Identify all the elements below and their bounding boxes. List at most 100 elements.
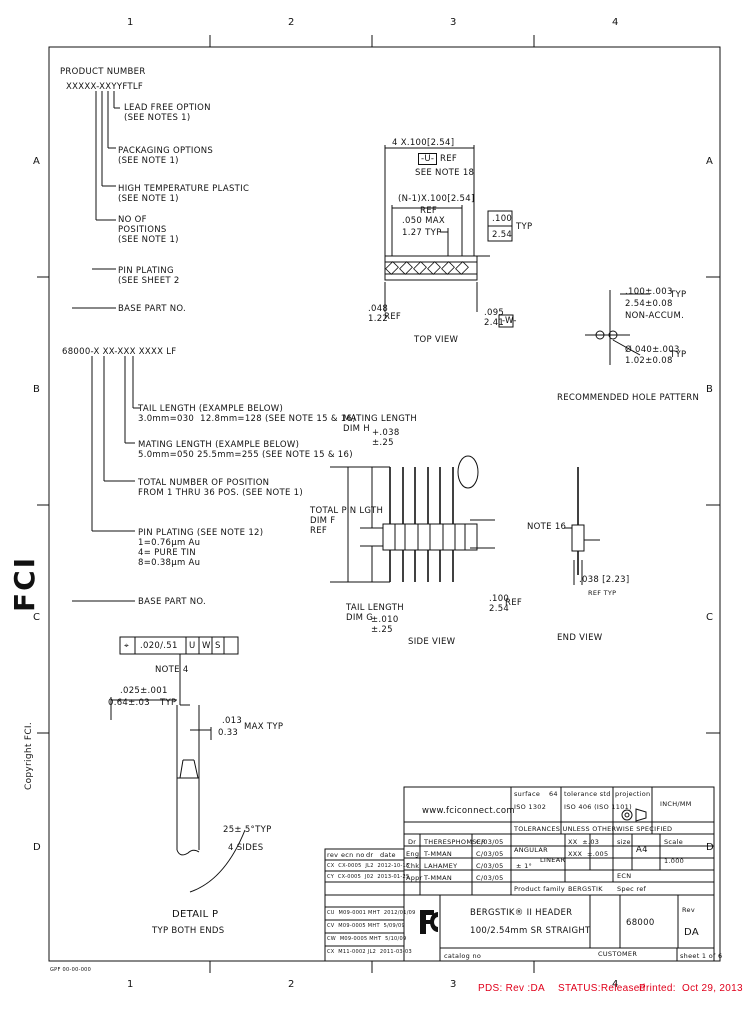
tb-linear: LINEAR [540, 856, 566, 864]
rev-head-rev: rev [327, 851, 339, 859]
hole-dim1-typ: TYP [670, 290, 687, 300]
row-label-b-right: B [706, 384, 714, 395]
tb-row-chk-date: C/03/05 [476, 862, 504, 870]
col-label-3: 3 [450, 17, 457, 28]
tb-surface-val: 64 [549, 790, 558, 798]
top-dim-span: (N-1)X.100[2.54] [398, 194, 475, 204]
product-number-code: XXXXX-XXYYFTLF [66, 82, 144, 92]
row-label-b: B [33, 384, 41, 395]
rev-row-4: CU M09-0001 MHT 2012/01/09 [327, 910, 416, 916]
top-right-dim: .095 2.41 [484, 308, 505, 328]
hole-pattern-label: RECOMMENDED HOLE PATTERN [557, 393, 700, 403]
hole-dim2: Ø.040±.003 [625, 345, 680, 355]
pn2-total-positions: TOTAL NUMBER OF POSITION FROM 1 THRU 36 … [138, 478, 303, 498]
footer-printed: Printed: Oct 29, 2013 [639, 983, 743, 994]
tb-row-appr-name: T-MMAN [424, 874, 453, 882]
hole-dim2-mm: 1.02±0.08 [625, 356, 673, 366]
footer-status: STATUS:Released [558, 983, 646, 994]
tb-row-dr-date: C/03/05 [476, 838, 504, 846]
col-label-4: 4 [612, 17, 619, 28]
tb-part-no: 68000 [626, 918, 655, 928]
tb-row-appr-key: Appr [406, 874, 423, 882]
tol-frame-s: S [215, 641, 221, 651]
detail-note: NOTE 4 [155, 665, 189, 675]
hole-dim1: .100±.003 [625, 287, 673, 297]
tb-website: www.fciconnect.com [422, 806, 515, 816]
side-total-length: TOTAL PIN LGTH DIM F REF [310, 506, 384, 536]
pn1-lead-free: LEAD FREE OPTION (SEE NOTES 1) [124, 103, 211, 123]
rev-row-2: CY CX-0005 J02 2013-01-25 [327, 874, 410, 880]
footer-small-code: GPF 00-00-000 [50, 967, 92, 973]
tb-tol-val-2: XXX ±.005 [568, 850, 609, 858]
tb-row-eng-date: C/03/05 [476, 850, 504, 858]
top-typ: 1.27 TYP [402, 228, 442, 238]
end-note: NOTE 16 [527, 522, 567, 532]
rev-row-6: CW M09-0005 MHT 5/10/09 [327, 936, 407, 942]
detail-sides: 4 SIDES [228, 843, 264, 853]
tb-row-dr-key: Dr [408, 838, 417, 846]
detail-dim2-max: MAX TYP [244, 722, 284, 732]
tb-scale: 1.000 [664, 857, 685, 865]
row-label-a-right: A [706, 156, 714, 167]
top-ref-2: REF [420, 206, 438, 216]
tb-title-2: 100/2.54mm SR STRAIGHT [470, 926, 591, 936]
tb-size: A4 [636, 845, 648, 855]
col-label-4-bottom: 4 [612, 979, 619, 990]
drawing-geometry [37, 35, 721, 973]
detail-dim1-mm: 0.64±.03 [108, 698, 150, 708]
tb-row-chk-key: Chk [406, 862, 420, 870]
tb-family-label: Product family [514, 885, 566, 893]
top-left-dim: .048 1.22 [368, 304, 389, 324]
hole-dim1-note: NON-ACCUM. [625, 311, 685, 321]
tb-angular: ANGULAR [514, 846, 548, 854]
tb-tol-val-3: ± 1° [516, 862, 533, 870]
tb-dim-unit: INCH/MM [660, 800, 692, 808]
col-label-2-bottom: 2 [288, 979, 295, 990]
tb-spec-label: Spec ref [617, 885, 647, 893]
row-label-d-right: D [706, 842, 715, 853]
end-dim: .038 [2.23] [579, 575, 630, 585]
tb-ecn: ECN [617, 872, 632, 880]
detail-sublabel: TYP BOTH ENDS [152, 926, 225, 936]
top-max: .050 MAX [402, 216, 445, 226]
col-label-2: 2 [288, 17, 295, 28]
top-ref: REF [440, 154, 458, 164]
top-typ-2: TYP [516, 222, 533, 232]
top-box-bottom: 2.54 [492, 230, 513, 240]
detail-dim2-mm: 0.33 [218, 728, 239, 738]
top-see-note: SEE NOTE 18 [415, 168, 475, 178]
rev-row-1: CX CX-0005 JL2 2012-10-15 [327, 863, 410, 869]
row-label-d: D [33, 842, 42, 853]
pn1-positions: NO OF POSITIONS (SEE NOTE 1) [118, 215, 179, 245]
pn1-base-part: BASE PART NO. [118, 304, 186, 314]
top-view-label: TOP VIEW [414, 335, 459, 345]
row-label-c-right: C [706, 612, 714, 623]
hole-dim2-typ: TYP [670, 350, 687, 360]
col-label-3-bottom: 3 [450, 979, 457, 990]
tb-iso-tol: ISO 406 (ISO 1101) [564, 803, 632, 811]
rev-head-dr: dr [366, 851, 374, 859]
detail-dim2: .013 [222, 716, 243, 726]
tb-size-label: size [617, 838, 631, 846]
rev-head-ecn: ecn no [341, 851, 365, 859]
rev-head-date: date [380, 851, 396, 859]
end-view-label: END VIEW [557, 633, 603, 643]
tb-family: BERGSTIK [568, 885, 603, 893]
rev-row-7: CX M11-0002 JL2 2011-03-03 [327, 949, 412, 955]
tb-row-chk-name: LAHAMEY [424, 862, 458, 870]
detail-dim1-typ: TYP [160, 698, 177, 708]
tol-frame-symbol: ⌖ [124, 641, 130, 651]
tol-frame-w: W [202, 641, 211, 651]
tb-row-dr-name: THERESPHOMSER [424, 838, 486, 846]
top-box-top: .100 [492, 214, 513, 224]
footer-pdm-rev: PDS: Rev :DA [478, 983, 545, 994]
top-ref-u: -U- [418, 153, 438, 165]
tb-title-1: BERGSTIK® II HEADER [470, 908, 573, 918]
copyright-text: Copyright FCI. [24, 721, 34, 790]
tb-surface: surface [514, 790, 541, 798]
tb-row-appr-date: C/03/05 [476, 874, 504, 882]
pn2-pin-plating: PIN PLATING (SEE NOTE 12) 1=0.76µm Au 4=… [138, 528, 264, 568]
tb-tol-val-1: XX ±.03 [568, 838, 600, 846]
side-pitch: .100 2.54 [489, 594, 510, 614]
tol-frame-value: .020/.51 [140, 641, 178, 651]
